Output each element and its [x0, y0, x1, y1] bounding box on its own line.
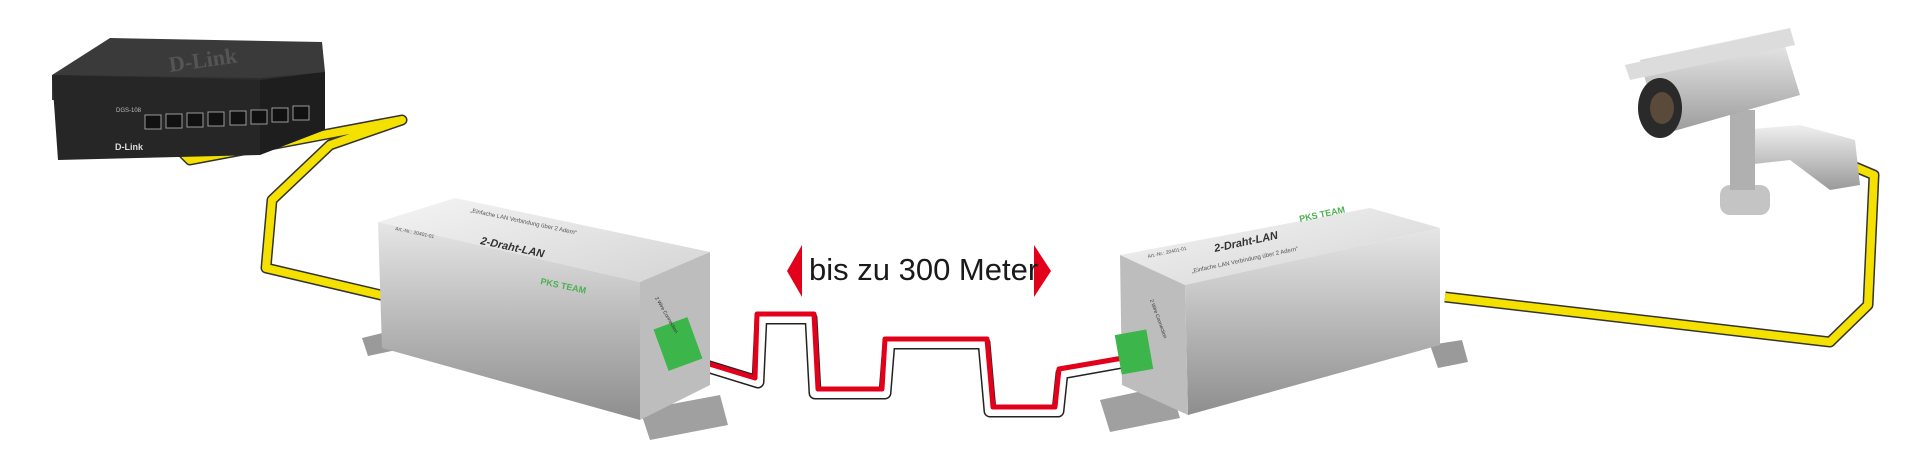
converter-right: PKS TEAM 2-Draht-LAN Art.-Nr.: 20401-01 …	[1100, 205, 1468, 432]
two-wire-cable	[691, 311, 1131, 418]
ip-camera	[1625, 28, 1860, 215]
dlink-switch: D-Link DGS-108 D-Link	[52, 38, 325, 160]
arrow-left-icon	[787, 245, 802, 297]
switch-ports	[144, 105, 310, 130]
switch-brand-front: D-Link	[115, 142, 144, 152]
terminal-block-left	[653, 317, 703, 371]
lan-cable-right	[1444, 161, 1880, 348]
terminal-block-right	[1114, 329, 1154, 375]
switch-model: DGS-108	[116, 108, 142, 114]
converter-left: „Einfache LAN Verbindung über 2 Adern“ A…	[362, 198, 728, 440]
arrow-right-icon	[1034, 245, 1051, 297]
lan-cable-left	[146, 114, 408, 302]
distance-label: bis zu 300 Meter	[809, 252, 1039, 287]
